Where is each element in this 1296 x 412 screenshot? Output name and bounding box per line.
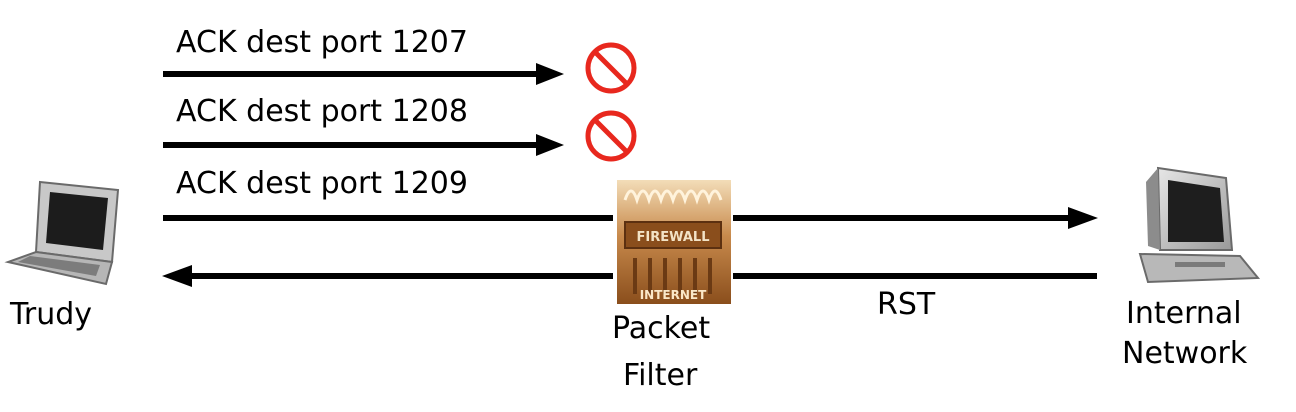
blocked-icon	[585, 42, 637, 94]
attacker-label: Trudy	[10, 297, 93, 332]
message-label-1207: ACK dest port 1207	[176, 25, 468, 60]
rst-label: RST	[877, 287, 936, 322]
message-arrow-1209	[163, 207, 1098, 229]
target-label-line1: Internal	[1126, 296, 1242, 331]
desktop-computer-icon	[1138, 166, 1261, 284]
message-label-1208: ACK dest port 1208	[176, 94, 468, 129]
filter-label-line2: Filter	[623, 358, 698, 393]
target-label-line2: Network	[1122, 336, 1248, 371]
message-arrow-1208	[163, 134, 564, 156]
firewall-icon: FIREWALL INTERNET	[617, 180, 731, 304]
filter-label-line1: Packet	[612, 311, 711, 346]
blocked-icon	[585, 110, 637, 162]
message-arrow-1207	[163, 63, 564, 85]
rst-arrow	[162, 265, 1097, 287]
firewall-icon-text: FIREWALL	[637, 230, 710, 245]
message-label-1209: ACK dest port 1209	[176, 166, 468, 201]
laptop-icon	[4, 180, 120, 286]
firewall-icon-text: INTERNET	[640, 288, 707, 302]
